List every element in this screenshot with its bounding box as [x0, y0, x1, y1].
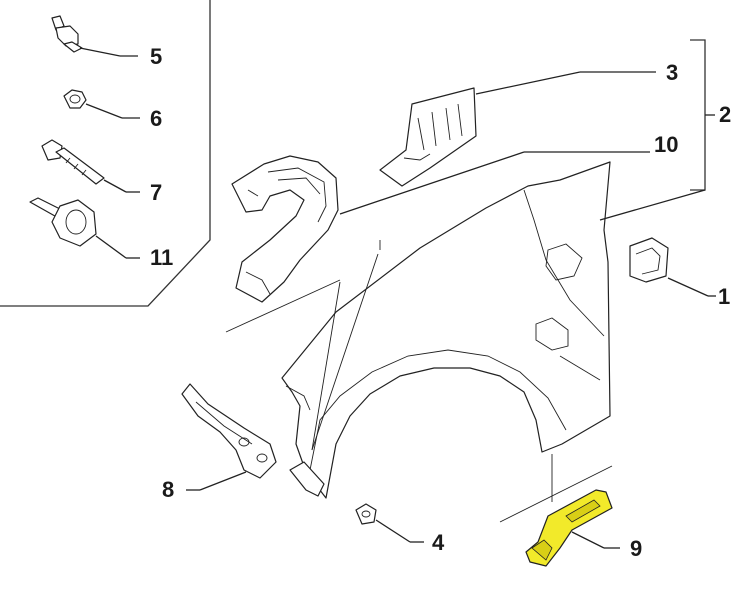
callout-11: 11: [150, 245, 173, 270]
bolt-part-7[interactable]: [41, 139, 140, 193]
callout-6: 6: [150, 106, 162, 131]
assembly-leader-lines: [225, 240, 613, 523]
callout-5: 5: [150, 44, 162, 69]
callout-3: 3: [666, 60, 678, 85]
clip-part-4[interactable]: [355, 503, 424, 543]
callout-1: 1: [718, 284, 730, 309]
bracket-part-9-highlighted[interactable]: [525, 489, 620, 567]
bracket-part-8[interactable]: [181, 383, 277, 491]
bolt-part-11[interactable]: [29, 197, 140, 259]
fastener-box-frame: [0, 0, 211, 307]
clip-part-1[interactable]: [629, 237, 716, 297]
bracket-part-3[interactable]: [379, 71, 656, 187]
bracket-part-10[interactable]: [231, 151, 650, 303]
callout-2-bracket: [690, 39, 715, 191]
nut-part-6[interactable]: [63, 89, 140, 119]
bolt-part-5[interactable]: [51, 15, 138, 57]
callout-9: 9: [630, 536, 642, 561]
callout-2: 2: [719, 102, 731, 127]
callout-8: 8: [162, 477, 174, 502]
callout-10: 10: [654, 132, 678, 157]
fender-front-tab: [289, 461, 325, 497]
callout-7: 7: [150, 180, 162, 205]
callout-4: 4: [432, 530, 445, 555]
